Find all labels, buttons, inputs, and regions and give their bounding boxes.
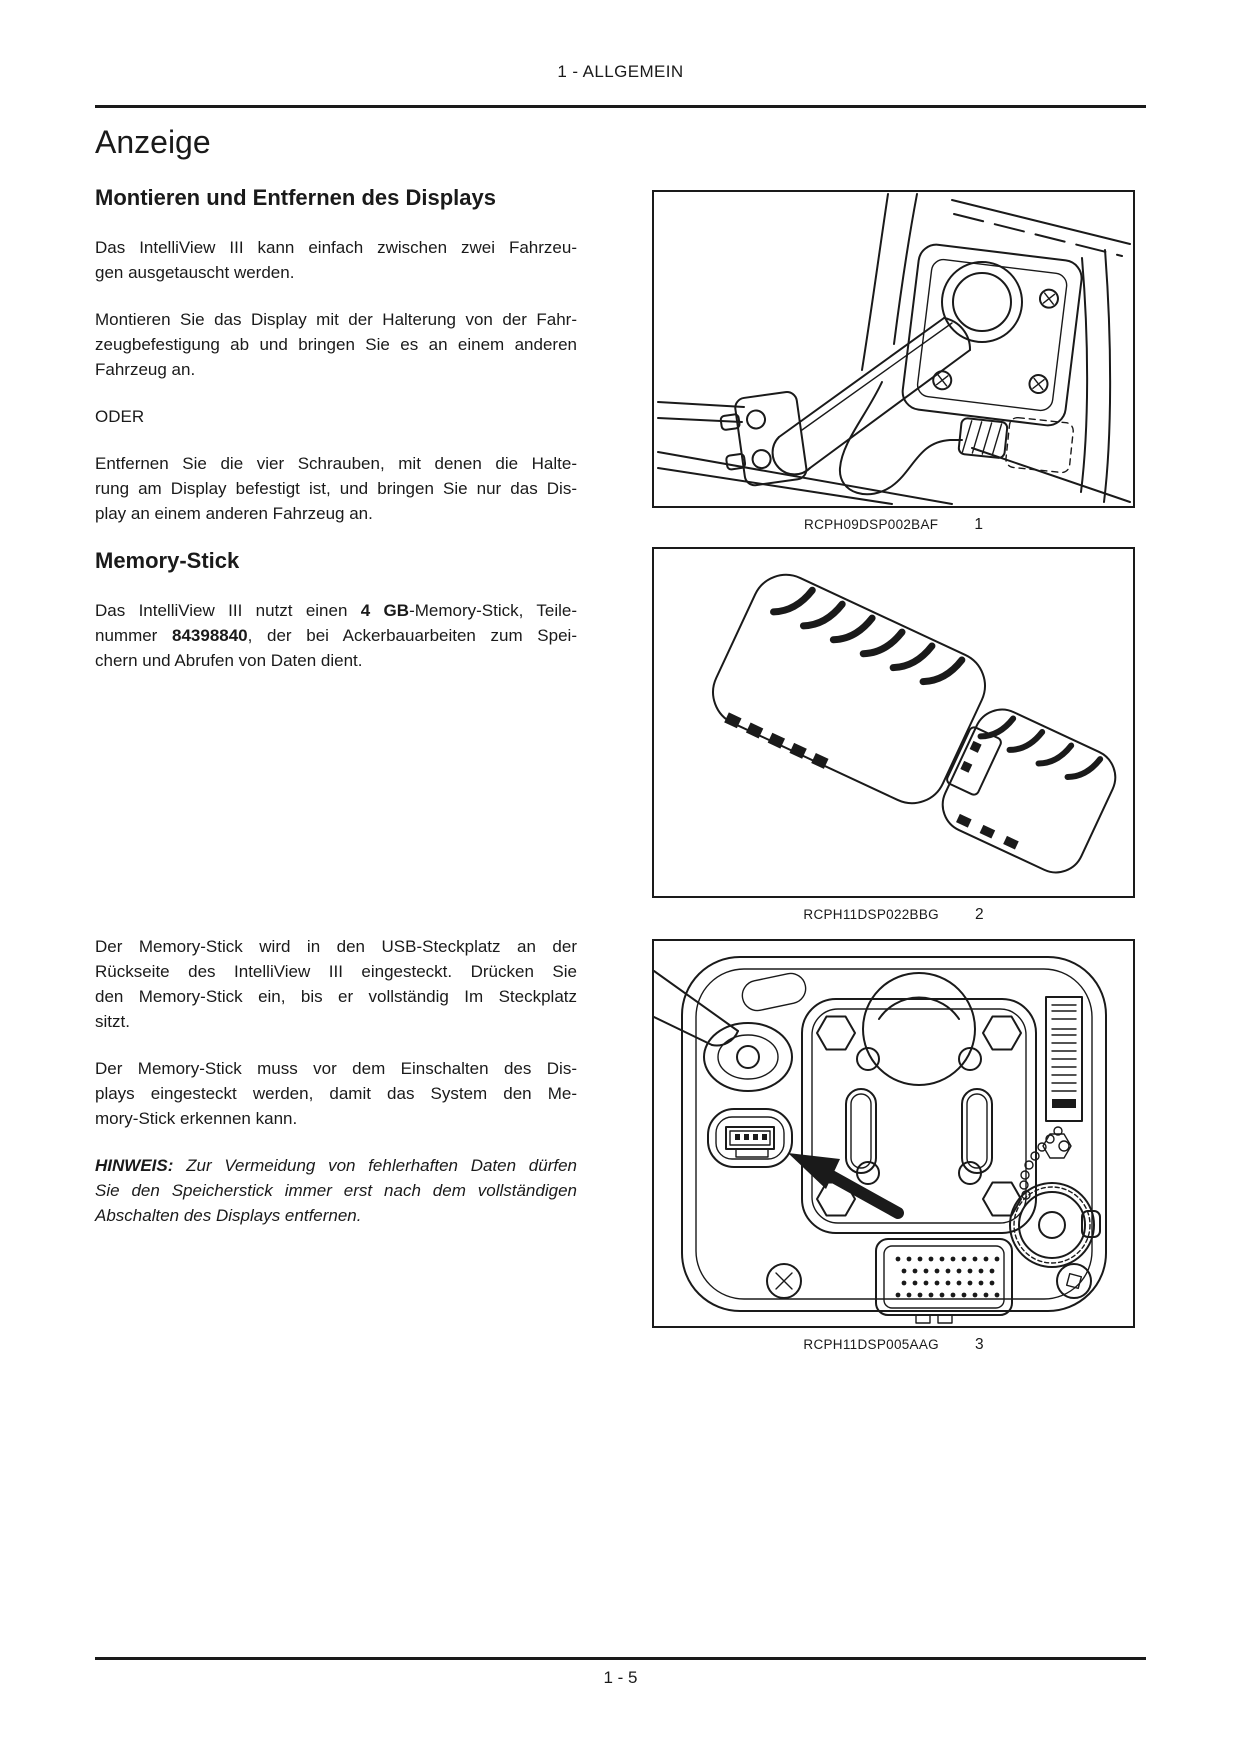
paragraph-mount-display: Montieren Sie das Display mit der Halter… <box>95 307 577 382</box>
text-line: Entfernen Sie die vier Schrauben, mit de… <box>95 454 577 473</box>
running-header: 1 - ALLGEMEIN <box>557 62 684 81</box>
text-line: Fahrzeug an. <box>95 360 196 379</box>
text-line: Der Memory-Stick muss vor dem Einschalte… <box>95 1059 577 1078</box>
text-line: ODER <box>95 407 145 426</box>
text-line: plays eingesteckt werden, damit das Syst… <box>95 1084 577 1103</box>
figure-2: RCPH11DSP022BBG 2 <box>652 547 1135 924</box>
text-segment: Zur Vermeidung von fehlerhaften Daten dü… <box>173 1156 577 1175</box>
figure-1-caption: RCPH09DSP002BAF 1 <box>652 516 1135 534</box>
page-title: Anzeige <box>95 124 211 160</box>
figure-3-number: 3 <box>974 1336 984 1353</box>
text-segment: nummer <box>95 626 172 645</box>
text-line: HINWEIS: Zur Vermeidung von fehlerhaften… <box>95 1153 577 1178</box>
paragraph-insert-before-power: Der Memory-Stick muss vor dem Einschalte… <box>95 1056 577 1131</box>
note-label: HINWEIS: <box>95 1156 174 1175</box>
footer-rule <box>95 1657 1146 1660</box>
paragraph-remove-screws: Entfernen Sie die vier Schrauben, mit de… <box>95 451 577 526</box>
text-line: zeugbefestigung ab und bringen Sie es an… <box>95 335 577 354</box>
text-line: chern und Abrufen von Daten dient. <box>95 651 363 670</box>
text-segment-bold: 4 GB <box>360 601 410 620</box>
figure-2-code: RCPH11DSP022BBG <box>803 907 939 922</box>
figure-3-caption: RCPH11DSP005AAG 3 <box>652 1336 1135 1354</box>
text-line: play an einem anderen Fahrzeug an. <box>95 504 373 523</box>
paragraph-memory-stick-info: Das IntelliView III nutzt einen 4 GB-Mem… <box>95 598 577 673</box>
display-rear-illustration <box>654 956 1107 1324</box>
text-column-lower: Der Memory-Stick wird in den USB-Steckpl… <box>95 934 577 1250</box>
figure-3: RCPH11DSP005AAG 3 <box>652 939 1135 1354</box>
section-heading-memory-stick: Memory-Stick <box>95 548 240 573</box>
text-line: Sie den Speicherstick immer erst nach de… <box>95 1181 577 1200</box>
figure-3-frame <box>652 939 1135 1328</box>
paragraph-swap-display: Das IntelliView III kann einfach zwische… <box>95 235 577 285</box>
text-line: Der Memory-Stick wird in den USB-Steckpl… <box>95 937 577 956</box>
display-mount-illustration <box>657 193 1131 505</box>
figure-1-frame <box>652 190 1135 508</box>
text-line: nummer 84398840, der bei Ackerbauarbeite… <box>95 623 577 648</box>
section-heading-montieren: Montieren und Entfernen des Displays <box>95 185 496 210</box>
text-segment: Das IntelliView III nutzt einen <box>95 601 361 620</box>
text-line: Rückseite des IntelliView III eingesteck… <box>95 962 577 981</box>
text-line: sitzt. <box>95 1012 130 1031</box>
memory-stick-illustration <box>712 573 1117 874</box>
figure-1-code: RCPH09DSP002BAF <box>804 517 939 532</box>
figure-1: RCPH09DSP002BAF 1 <box>652 190 1135 534</box>
figure-2-number: 2 <box>974 906 984 923</box>
text-line: mory-Stick erkennen kann. <box>95 1109 298 1128</box>
text-line: Das IntelliView III nutzt einen 4 GB-Mem… <box>95 598 577 623</box>
text-line: gen ausgetauscht werden. <box>95 263 295 282</box>
paragraph-usb-slot: Der Memory-Stick wird in den USB-Steckpl… <box>95 934 577 1034</box>
note-hinweis: HINWEIS: Zur Vermeidung von fehlerhaften… <box>95 1153 577 1228</box>
header-rule <box>95 105 1146 108</box>
text-segment-bold: 84398840 <box>172 626 248 645</box>
figure-3-code: RCPH11DSP005AAG <box>803 1337 939 1352</box>
text-line: rung am Display befestigt ist, und bring… <box>95 479 577 498</box>
figure-2-frame <box>652 547 1135 898</box>
figure-1-number: 1 <box>974 516 983 533</box>
page-number: 1 - 5 <box>603 1668 638 1687</box>
text-line: Abschalten des Displays entfernen. <box>95 1206 362 1225</box>
paragraph-oder: ODER <box>95 404 577 429</box>
text-segment: -Memory-Stick, Teile- <box>409 601 577 620</box>
figure-2-caption: RCPH11DSP022BBG 2 <box>652 906 1135 924</box>
text-line: Montieren Sie das Display mit der Halter… <box>95 310 577 329</box>
text-line: den Memory-Stick ein, bis er vollständig… <box>95 987 577 1006</box>
text-column-upper: Montieren und Entfernen des Displays Das… <box>95 185 577 695</box>
text-line: Das IntelliView III kann einfach zwische… <box>95 238 577 257</box>
text-segment: , der bei Ackerbauarbeiten zum Spei- <box>247 626 577 645</box>
